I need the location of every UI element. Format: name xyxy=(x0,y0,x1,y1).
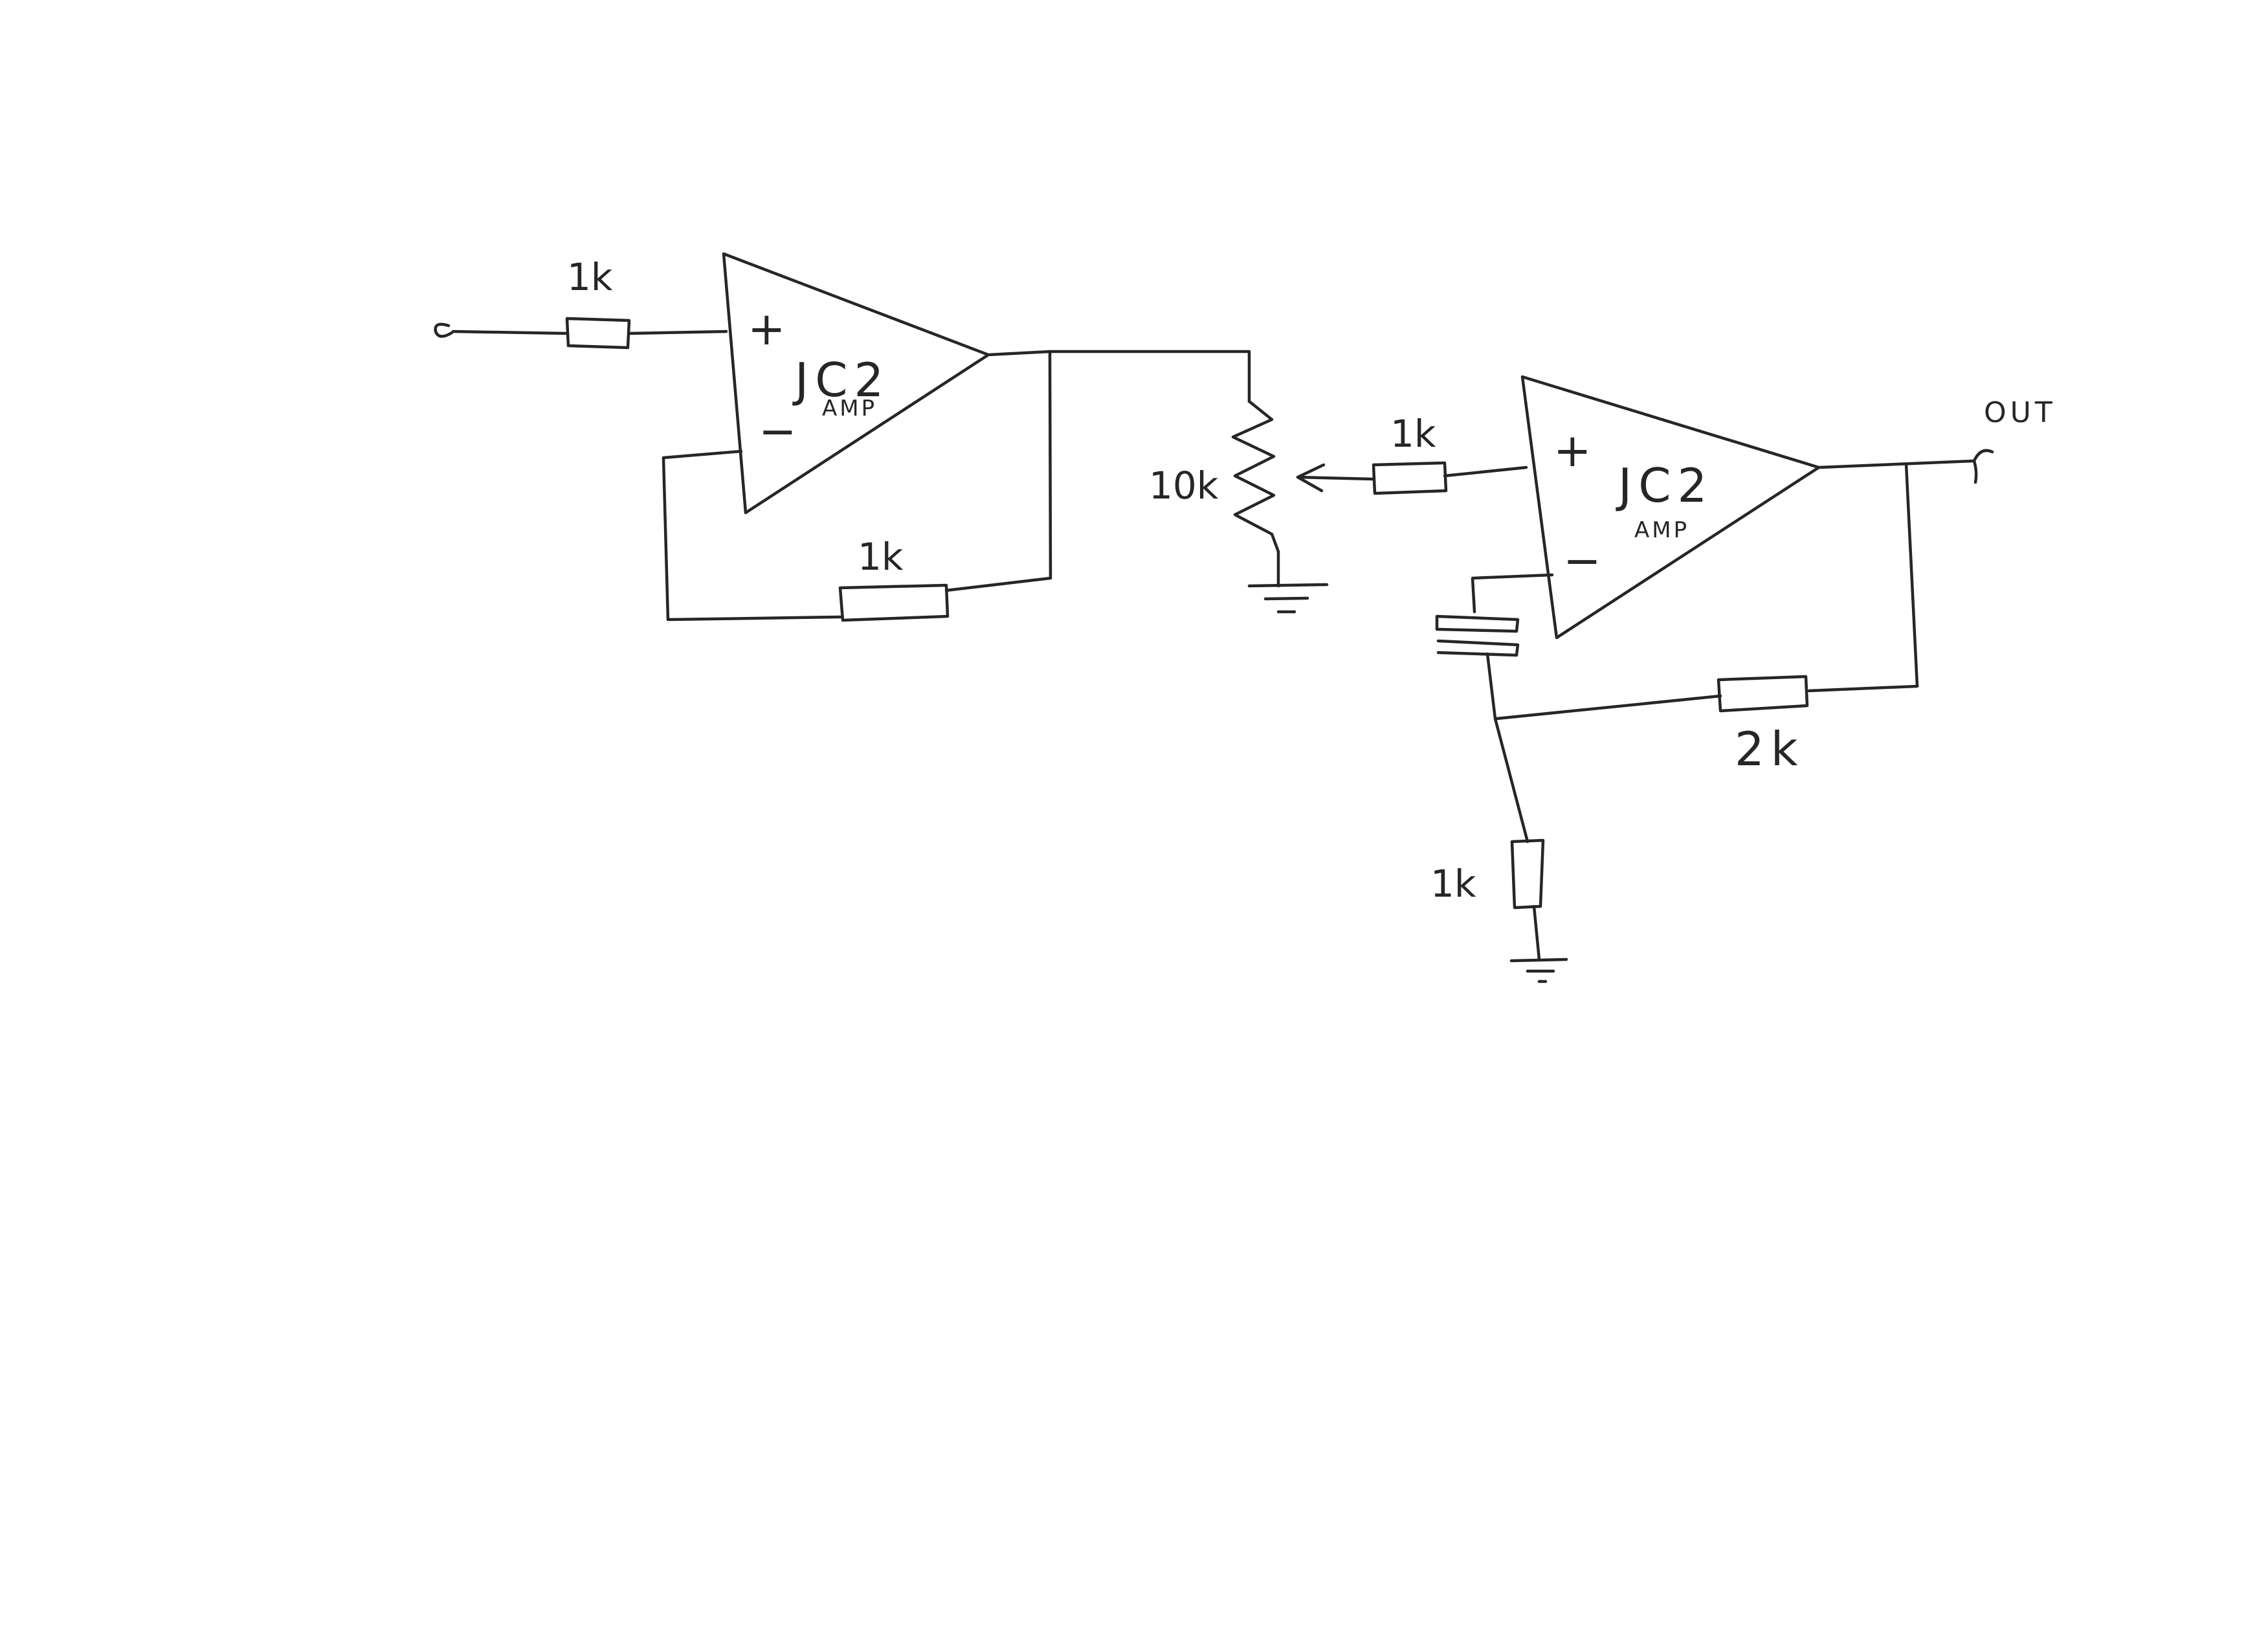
feedback2-resistor-body xyxy=(1717,675,1809,713)
amp2-input-resistor-body xyxy=(1372,461,1448,495)
ground-symbol-2 xyxy=(1509,958,1568,983)
input-wire-right xyxy=(627,330,728,335)
amp2-minus-wire xyxy=(1471,573,1554,614)
potentiometer-zigzag xyxy=(1231,399,1280,554)
amp1-sub-label: AMP xyxy=(822,396,877,421)
feedback1-wire-right xyxy=(944,350,1052,592)
feedback1-resistor-body xyxy=(838,583,950,622)
ground-symbol-1 xyxy=(1247,583,1329,614)
feedback-network-2: 2k 1k xyxy=(1430,462,1919,983)
amp1-triangle xyxy=(722,252,990,515)
amplifier-1: JC2 AMP + − xyxy=(722,252,990,515)
amp2-input-network: 1k xyxy=(1372,412,1528,495)
feedback1-resistor-label: 1k xyxy=(858,535,904,579)
amp2-output-wire xyxy=(1817,459,1976,469)
amp2-minus-sign: − xyxy=(1563,534,1601,587)
capacitor-plate-top xyxy=(1435,614,1520,633)
output-network: OUT xyxy=(1817,396,2056,484)
amp1-name-label: JC2 xyxy=(792,353,890,407)
wiper-wire xyxy=(1296,475,1375,481)
input-resistor-body xyxy=(565,317,631,350)
feedback2-resistor-label: 2k xyxy=(1735,722,1805,776)
ground-leg-resistor-body xyxy=(1510,838,1545,910)
input-terminal xyxy=(434,322,454,338)
amplifier-2: JC2 AMP + − xyxy=(1520,375,1821,640)
amp1-minus-sign: − xyxy=(759,405,797,458)
input-resistor-label: 1k xyxy=(567,255,613,299)
amp2-name-label: JC2 xyxy=(1616,458,1713,513)
ground-leg-wire xyxy=(1532,904,1541,961)
amp2-sub-label: AMP xyxy=(1634,517,1689,543)
potentiometer-network: 10k xyxy=(1048,350,1375,614)
amp1-minus-wire xyxy=(662,449,842,622)
potentiometer-label: 10k xyxy=(1149,464,1219,508)
amp2-input-resistor-label: 1k xyxy=(1390,412,1436,456)
amp1-plus-sign: + xyxy=(748,302,786,355)
input-wire-left xyxy=(451,330,569,335)
capacitor-plate-bottom xyxy=(1436,639,1520,657)
input-network: 1k xyxy=(434,255,728,350)
feedback-network-1: 1k xyxy=(662,350,1052,622)
output-label: OUT xyxy=(1984,396,2056,429)
amp2-triangle xyxy=(1520,375,1821,640)
ground-leg-resistor-label: 1k xyxy=(1430,862,1476,906)
amp1-output-wire xyxy=(1048,350,1251,403)
capacitor-lower-wire xyxy=(1485,652,1529,844)
amp2-plus-sign: + xyxy=(1553,424,1592,477)
amp2-input-wire xyxy=(1443,465,1528,478)
output-feedback-wire xyxy=(1807,462,1919,693)
output-terminal xyxy=(1972,449,1994,484)
feedback2-wire-left xyxy=(1495,694,1722,721)
